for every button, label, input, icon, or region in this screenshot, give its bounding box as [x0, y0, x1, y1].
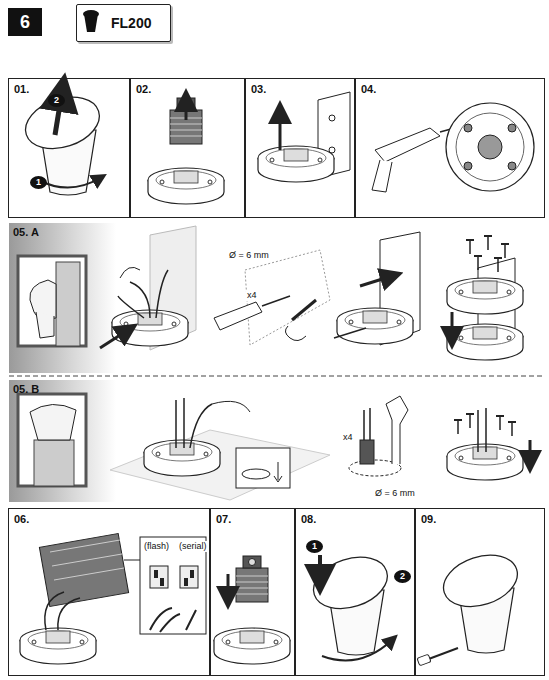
step-panel: 09.: [415, 508, 545, 676]
callout-number: 1: [306, 540, 323, 553]
callout-number: 1: [30, 176, 47, 189]
model-name: FL200: [111, 15, 151, 31]
dimension-label: Ø = 6 mm: [228, 250, 270, 261]
step-number: 02.: [136, 83, 151, 95]
step-number: 01.: [14, 83, 29, 95]
dimension-label: x4: [342, 432, 354, 443]
step-number: 09.: [421, 513, 436, 525]
dimension-label: Ø = 6 mm: [374, 488, 416, 499]
step-panel: 08.: [295, 508, 415, 676]
step-number: 04.: [361, 83, 376, 95]
dimension-label: (flash): [143, 541, 170, 552]
model-tag: FL200: [76, 4, 171, 42]
callout-number: 2: [48, 94, 65, 107]
step-panel: 01.: [8, 78, 130, 218]
dimension-label: x4: [246, 290, 258, 301]
section-number: 6: [8, 8, 42, 36]
step-panel: 07.: [210, 508, 295, 676]
step-number: 05. B: [13, 383, 39, 395]
step-panel: 06.: [8, 508, 210, 676]
step-panel: 05. B: [8, 379, 545, 503]
step-number: 05. A: [13, 226, 39, 238]
step-panel: 02.: [130, 78, 245, 218]
callout-number: 2: [394, 570, 411, 583]
step-panel: 04.: [355, 78, 545, 218]
step-number: 06.: [14, 513, 29, 525]
step-panel: 05. A: [8, 222, 545, 374]
step-panel: 03.: [245, 78, 355, 218]
section-number: 6: [8, 8, 42, 36]
step-number: 08.: [301, 513, 316, 525]
step-number: 03.: [251, 83, 266, 95]
dimension-label: (serial): [178, 541, 208, 552]
step-number: 07.: [216, 513, 231, 525]
